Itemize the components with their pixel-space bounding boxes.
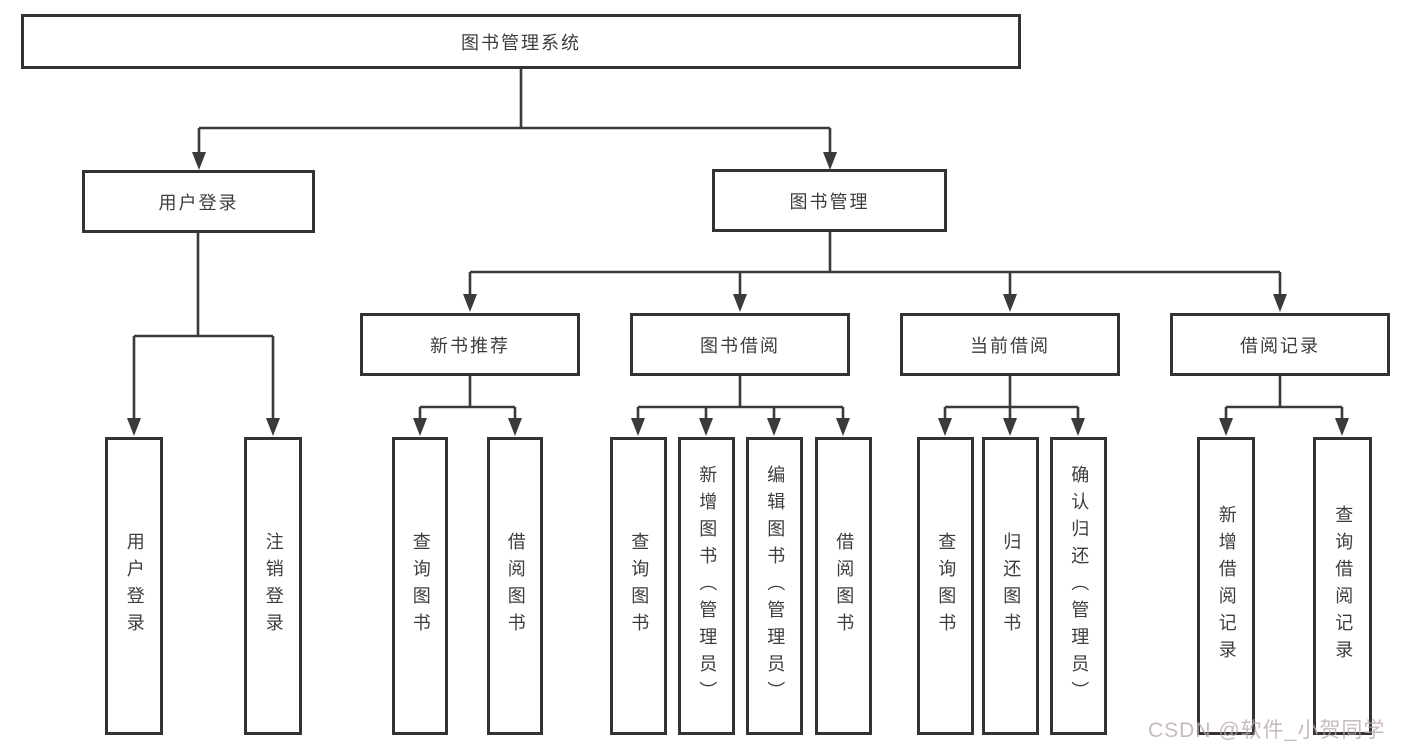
node-leaf-borrow-books-1: 借阅图书 <box>487 437 543 735</box>
node-leaf-query-books-2: 查询图书 <box>610 437 667 735</box>
node-library-management-system: 图书管理系统 <box>21 14 1021 69</box>
node-label: 图书借阅 <box>700 335 780 356</box>
node-label: 注销登录 <box>263 532 284 640</box>
node-leaf-user-login: 用户登录 <box>105 437 163 735</box>
tree-edges <box>132 68 1344 420</box>
node-label: 用户登录 <box>158 192 239 213</box>
node-leaf-query-borrow-record: 查询借阅记录 <box>1313 437 1372 735</box>
node-label: 用户登录 <box>124 532 145 640</box>
node-label: 查询图书 <box>629 532 650 640</box>
node-current-borrowing: 当前借阅 <box>900 313 1120 376</box>
node-book-borrowing: 图书借阅 <box>630 313 850 376</box>
node-label: 借阅图书 <box>834 532 855 640</box>
node-borrowing-records: 借阅记录 <box>1170 313 1390 376</box>
node-leaf-confirm-return-admin: 确认归还（管理员） <box>1050 437 1107 735</box>
node-book-management: 图书管理 <box>712 169 947 232</box>
node-label: 编辑图书（管理员） <box>765 464 786 708</box>
node-label: 图书管理系统 <box>461 32 581 53</box>
node-label: 查询图书 <box>410 532 431 640</box>
node-label: 新增图书（管理员） <box>697 464 718 708</box>
arrowheads <box>127 152 1349 436</box>
node-label: 归还图书 <box>1001 532 1022 640</box>
node-label: 查询借阅记录 <box>1333 505 1354 667</box>
node-leaf-query-books-1: 查询图书 <box>392 437 448 735</box>
node-leaf-query-books-3: 查询图书 <box>917 437 974 735</box>
node-new-book-recommendation: 新书推荐 <box>360 313 580 376</box>
node-user-login: 用户登录 <box>82 170 315 233</box>
node-label: 新书推荐 <box>430 335 510 356</box>
node-leaf-add-borrow-record: 新增借阅记录 <box>1197 437 1255 735</box>
node-leaf-add-books-admin: 新增图书（管理员） <box>678 437 735 735</box>
csdn-watermark: CSDN @软件_小贺同学 <box>1148 719 1386 742</box>
node-label: 查询图书 <box>936 532 957 640</box>
node-label: 图书管理 <box>789 191 870 212</box>
node-leaf-return-books: 归还图书 <box>982 437 1039 735</box>
node-label: 新增借阅记录 <box>1216 505 1237 667</box>
node-label: 确认归还（管理员） <box>1069 464 1090 708</box>
node-leaf-borrow-books-2: 借阅图书 <box>815 437 872 735</box>
node-leaf-edit-books-admin: 编辑图书（管理员） <box>746 437 803 735</box>
node-label: 借阅记录 <box>1240 335 1320 356</box>
node-label: 借阅图书 <box>505 532 526 640</box>
node-leaf-logout: 注销登录 <box>244 437 302 735</box>
node-label: 当前借阅 <box>970 335 1050 356</box>
